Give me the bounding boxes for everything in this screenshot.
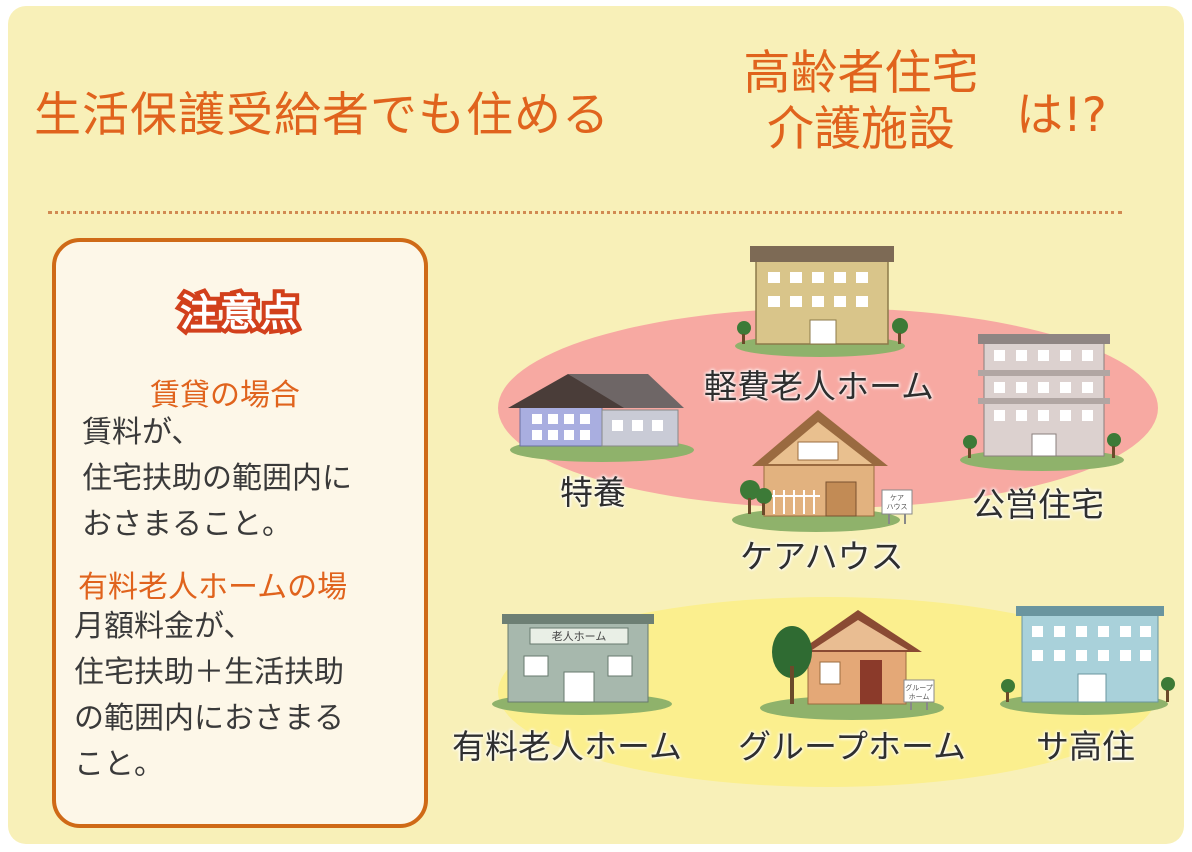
facility-illustration: ケア ハウス 老人ホーム グループ [492, 246, 1175, 787]
label-light-fee-home: 軽費老人ホーム [704, 367, 935, 406]
public-housing-building-icon [960, 334, 1124, 471]
light-fee-home-building-icon [735, 246, 908, 357]
care-house-sign-line1: ケア [890, 494, 904, 502]
notes-heading: 注意点 [176, 287, 302, 339]
title-stack-line1: 高齢者住宅 [743, 46, 979, 101]
paid-home-line: 月額料金が、 [74, 609, 254, 644]
label-tokuyo: 特養 [560, 473, 626, 512]
group-home-building-icon: グループ ホーム [760, 610, 944, 720]
label-paid-nursing-home: 有料老人ホーム [452, 727, 683, 766]
label-senior-housing: サ高住 [1036, 727, 1135, 766]
title-stack-line2: 介護施設 [767, 102, 955, 157]
title-end: は!? [1016, 88, 1107, 143]
rental-line: 賃料が、 [82, 415, 202, 450]
care-house-building-icon: ケア ハウス [732, 410, 913, 532]
paid-nursing-home-building-icon: 老人ホーム [492, 614, 672, 715]
rental-line: 住宅扶助の範囲内に [82, 461, 352, 496]
title-main: 生活保護受給者でも住める [34, 88, 610, 143]
group-home-sign-line2: ホーム [909, 693, 930, 701]
group-home-sign-line1: グループ [905, 683, 933, 692]
nursing-home-building-icon [508, 374, 694, 462]
paid-home-line: の範囲内におさまる [74, 701, 344, 736]
rental-line: おさまること。 [82, 507, 292, 542]
label-care-house: ケアハウス [740, 537, 904, 576]
infographic-canvas: 生活保護受給者でも住める 高齢者住宅 介護施設 は!? 注意点 賃貸の場合 賃料… [8, 6, 1184, 844]
care-house-sign-line2: ハウス [887, 503, 908, 511]
title-stack: 高齢者住宅 介護施設 [716, 46, 1006, 158]
paid-home-line: こと。 [74, 747, 164, 782]
paid-home-line: 住宅扶助＋生活扶助 [74, 655, 344, 690]
dotted-divider [48, 211, 1122, 214]
paid-home-text: 月額料金が、 住宅扶助＋生活扶助 の範囲内におさまる こと。 [74, 604, 344, 788]
paid-home-sign: 老人ホーム [552, 630, 607, 643]
senior-housing-building-icon [1000, 606, 1175, 715]
notes-box: 注意点 賃貸の場合 賃料が、 住宅扶助の範囲内に おさまること。 有料老人ホーム… [52, 238, 428, 828]
rental-heading: 賃貸の場合 [150, 378, 300, 413]
paid-home-heading: 有料老人ホームの場 [78, 570, 348, 605]
label-public-housing: 公営住宅 [972, 485, 1104, 524]
label-group-home: グループホーム [738, 727, 967, 766]
rental-text: 賃料が、 住宅扶助の範囲内に おさまること。 [82, 410, 352, 548]
